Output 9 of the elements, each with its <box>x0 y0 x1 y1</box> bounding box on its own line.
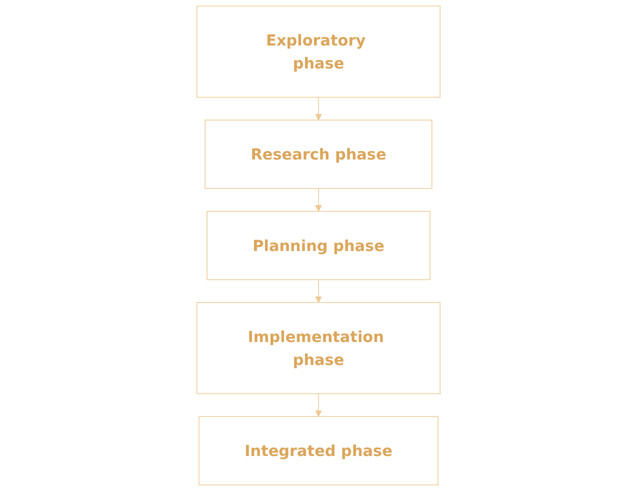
node-box: Exploratory phase <box>196 6 440 98</box>
arrow <box>315 96 322 120</box>
arrow <box>315 279 322 303</box>
node-box: Planning phase <box>206 210 430 280</box>
node-box: Implementation phase <box>196 302 440 394</box>
node-box: Integrated phase <box>198 416 438 486</box>
node-box: Research phase <box>204 120 432 189</box>
arrow <box>315 188 322 212</box>
arrow <box>315 393 322 417</box>
